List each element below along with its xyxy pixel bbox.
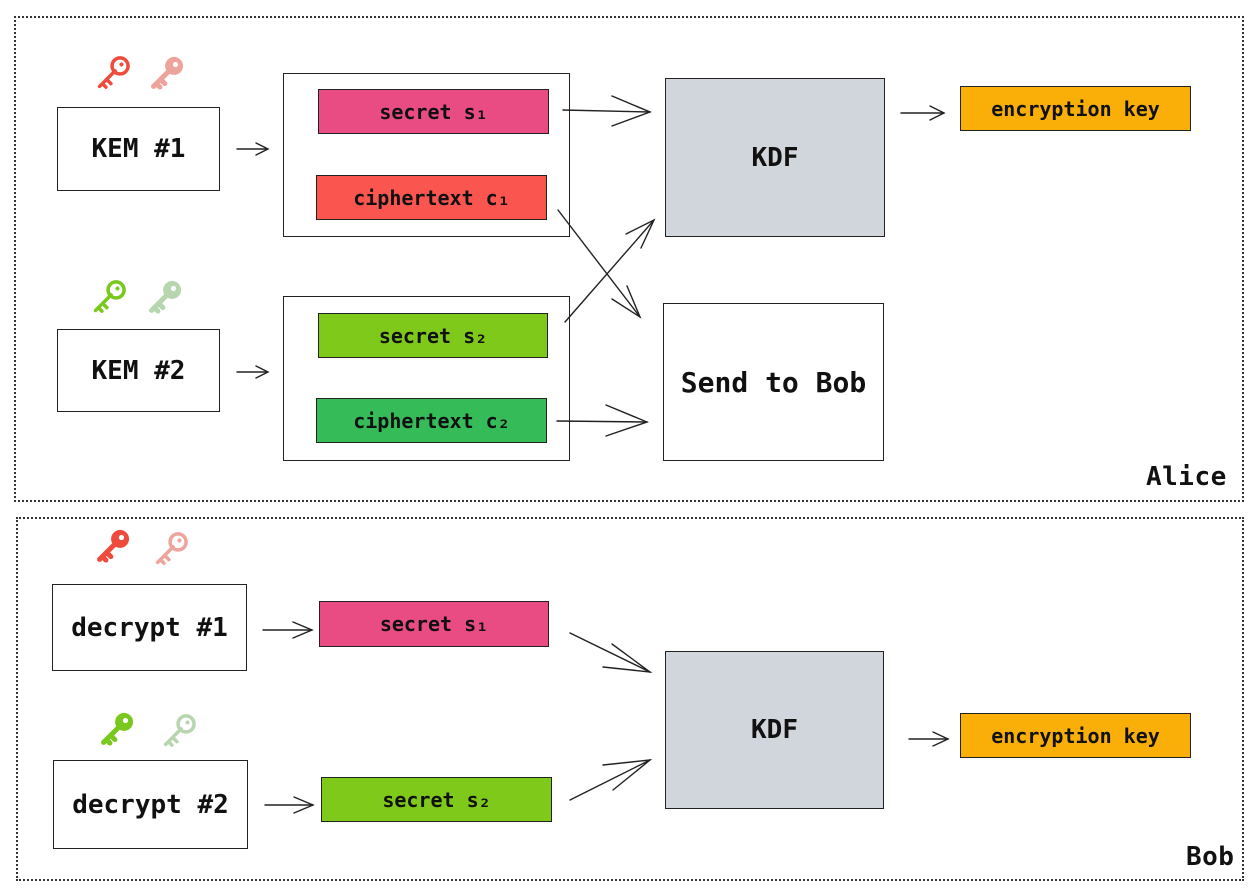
alice-encryption-key-chip: encryption key (960, 86, 1191, 131)
kem2-private-key-icon (93, 280, 126, 313)
arrow-alice-secret1-to-kdf (562, 95, 652, 127)
kem1-box: KEM #1 (57, 107, 220, 191)
kem2-box: KEM #2 (57, 329, 220, 412)
kem1-public-key-icon (151, 56, 184, 90)
kem1-private-key-icon (97, 56, 130, 89)
send-to-bob-box: Send to Bob (663, 303, 884, 461)
bob-secret1-chip: secret s₁ (319, 601, 549, 647)
decrypt2-public-key-icon (163, 714, 196, 747)
bob-encryption-key-chip: encryption key (960, 713, 1191, 758)
bob-label: Bob (1186, 842, 1235, 872)
arrow-kem2-to-outputs (236, 365, 270, 379)
bob-kdf-box: KDF (665, 651, 884, 809)
arrow-secret2-to-kdf (564, 218, 656, 323)
arrow-bob-kdf-to-key (908, 731, 950, 747)
arrow-decrypt2-to-secret2 (264, 796, 315, 814)
alice-ciphertext2-chip: ciphertext c₂ (316, 398, 547, 443)
arrow-bob-secret2-to-kdf (569, 759, 653, 801)
alice-secret1-chip: secret s₁ (318, 89, 549, 134)
bob-region (16, 517, 1244, 881)
arrow-alice-kdf-to-key (900, 105, 946, 121)
decrypt1-public-key-icon (155, 532, 188, 565)
decrypt2-private-key-icon (101, 712, 134, 746)
alice-region (14, 16, 1244, 502)
arrow-ciphertext2-to-send (556, 404, 649, 437)
alice-label: Alice (1146, 462, 1227, 492)
bob-secret2-chip: secret s₂ (321, 777, 552, 822)
arrow-ciphertext1-to-send (557, 209, 642, 319)
decrypt1-box: decrypt #1 (52, 584, 247, 671)
arrow-bob-secret1-to-kdf (569, 632, 653, 673)
arrow-kem1-to-outputs (236, 142, 270, 156)
alice-secret2-chip: secret s₂ (318, 313, 548, 358)
decrypt1-private-key-icon (97, 529, 130, 563)
kem2-public-key-icon (149, 280, 182, 314)
decrypt2-box: decrypt #2 (53, 760, 248, 849)
arrow-decrypt1-to-secret1 (262, 621, 314, 639)
alice-ciphertext1-chip: ciphertext c₁ (316, 175, 547, 220)
alice-kdf-box: KDF (665, 78, 885, 237)
